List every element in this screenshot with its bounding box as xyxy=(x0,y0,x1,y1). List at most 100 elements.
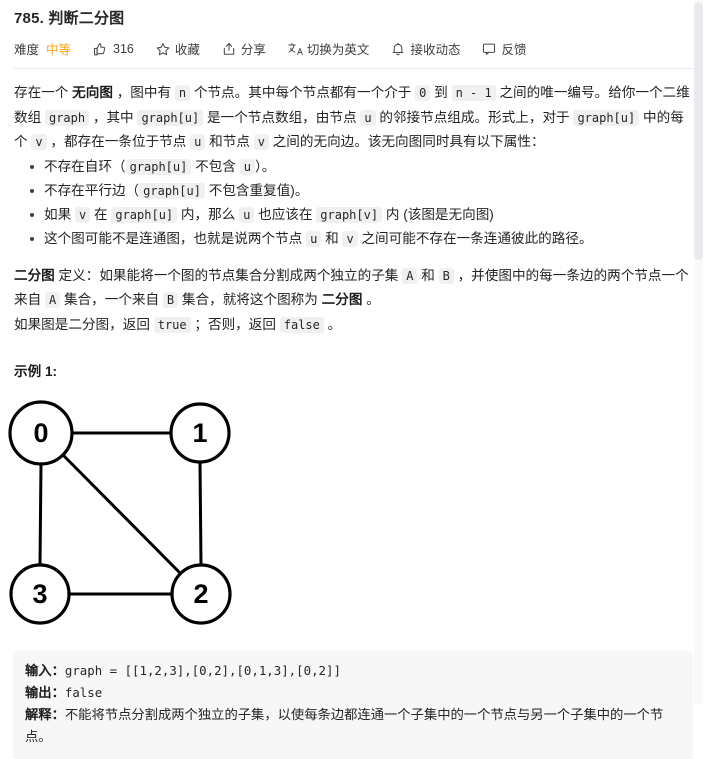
graph-node-0-label: 0 xyxy=(33,418,48,448)
like-count: 316 xyxy=(113,41,134,56)
intro-seg-12: 之间的无向边。该无向图同时具有以下属性： xyxy=(268,134,545,149)
explain-label: 解释： xyxy=(25,706,65,722)
def-seg-2: 和 xyxy=(417,267,439,283)
code-v-a: v xyxy=(31,134,47,150)
intro-seg-11: 和节点 xyxy=(205,134,254,149)
like-button[interactable]: 316 xyxy=(93,42,134,56)
intro-seg-1: 存在一个 xyxy=(14,85,73,100)
explain-value: 不能将节点分割成两个独立的子集，以使每条边都连通一个子集中的一个节点与另一个子集… xyxy=(25,706,664,744)
ret-seg-3: 。 xyxy=(323,316,342,332)
intro-seg-5: 之间的唯一编号。给你一个二维数组 xyxy=(14,85,690,125)
code-u-b: u xyxy=(190,134,206,150)
b3-seg-3: 内，那么 xyxy=(177,206,240,222)
intro-seg-2: ，图中有 xyxy=(112,85,175,100)
favorite-label: 收藏 xyxy=(174,43,200,57)
graph-nodes: 0 1 2 3 xyxy=(8,399,232,625)
subscribe-label: 接收动态 xyxy=(410,43,461,57)
difficulty-value: 中等 xyxy=(46,43,72,57)
b2-code-1: graph[u] xyxy=(139,182,205,199)
graph-node-2-circle xyxy=(170,562,232,625)
graph-svg: 0 1 2 3 xyxy=(8,399,232,625)
problem-description: 存在一个 无向图 ，图中有 n 个节点。其中每个节点都有一个介于 0 到 n -… xyxy=(0,69,706,385)
b1-code-2: u xyxy=(239,158,255,175)
feedback-label: 反馈 xyxy=(501,43,527,57)
b3-code-3: u xyxy=(239,206,255,223)
b4-seg-3: 之间可能不存在一条连通彼此的路径。 xyxy=(357,230,593,246)
translate-button[interactable]: 切换为英文 xyxy=(288,39,370,58)
def-seg-5: 集合，就将这个图称为 xyxy=(178,292,322,307)
example-explain-line: 解释：不能将节点分割成两个独立的子集，以使每条边都连通一个子集中的一个节点与另一… xyxy=(25,704,681,748)
share-icon xyxy=(222,42,236,56)
vertical-scrollbar-thumb[interactable] xyxy=(694,2,703,260)
thumbs-up-icon xyxy=(93,42,107,56)
b3-seg-1: 如果 xyxy=(44,206,75,222)
output-label: 输出： xyxy=(25,684,65,700)
translate-label: 切换为英文 xyxy=(306,43,370,57)
code-graph-u-b: graph[u] xyxy=(573,109,640,126)
intro-seg-4: 到 xyxy=(430,85,452,100)
b3-seg-5: 内 (该图是无向图) xyxy=(382,206,494,222)
edge-1-2 xyxy=(198,461,203,565)
list-item: 这个图可能不是连通图，也就是说两个节点 u 和 v 之间可能不存在一条连通彼此的… xyxy=(30,227,692,251)
b1-seg-3: ）。 xyxy=(254,158,276,174)
def-bold-bipartite-2: 二分图 xyxy=(321,292,363,307)
intro-bold-undirected-graph: 无向图 xyxy=(72,85,113,100)
code-v-b: v xyxy=(253,134,269,150)
feedback-button[interactable]: 反馈 xyxy=(482,39,526,58)
share-button[interactable]: 分享 xyxy=(222,39,266,58)
def-code-a-1: A xyxy=(402,267,418,284)
def-code-b-1: B xyxy=(438,267,454,284)
b4-code-1: u xyxy=(306,230,322,247)
b2-seg-2: 不包含重复值)。 xyxy=(204,182,309,198)
example-input-line: 输入：graph = [[1,2,3],[0,2],[0,1,3],[0,2]] xyxy=(25,660,681,682)
graph-node-1-label: 1 xyxy=(192,418,207,448)
star-icon xyxy=(156,42,170,56)
def-seg-1: 定义：如果能将一个图的节点集合分割成两个独立的子集 xyxy=(54,267,403,283)
difficulty-group: 难度 中等 xyxy=(14,39,71,58)
def-seg-3: ，并使图中的每一条边的两个节点一个来自 xyxy=(14,267,689,308)
return-statement: 如果图是二分图，返回 true ；否则，返回 false 。 xyxy=(14,313,692,338)
graph-node-1-circle xyxy=(169,401,231,464)
def-bold-bipartite-1: 二分图 xyxy=(14,267,55,283)
b1-seg-2: 不包含 xyxy=(191,158,240,174)
example-heading: 示例 1: xyxy=(14,364,58,379)
input-label: 输入： xyxy=(25,662,65,678)
intro-paragraph: 存在一个 无向图 ，图中有 n 个节点。其中每个节点都有一个介于 0 到 n -… xyxy=(14,81,692,155)
subscribe-button[interactable]: 接收动态 xyxy=(391,39,460,58)
list-item: 不存在平行边（graph[u] 不包含重复值)。 xyxy=(30,179,692,203)
code-u-a: u xyxy=(360,109,376,126)
code-graph: graph xyxy=(44,109,90,126)
difficulty-label: 难度 xyxy=(14,43,40,57)
b4-seg-1: 这个图可能不是连通图，也就是说两个节点 xyxy=(44,230,307,246)
def-code-b-2: B xyxy=(162,292,179,308)
example-code-block: 输入：graph = [[1,2,3],[0,2],[0,1,3],[0,2]]… xyxy=(13,650,693,759)
code-n-minus-1: n - 1 xyxy=(451,85,496,101)
favorite-button[interactable]: 收藏 xyxy=(156,39,200,58)
vertical-scrollbar-track[interactable] xyxy=(694,0,703,704)
list-item: 不存在自环（graph[u] 不包含 u）。 xyxy=(30,155,692,179)
intro-seg-8: 的邻接节点组成。形式上，对于 xyxy=(375,109,574,125)
code-n: n xyxy=(174,85,191,101)
b3-code-1: v xyxy=(74,206,91,223)
b1-code-1: graph[u] xyxy=(125,158,192,175)
intro-seg-6: ，其中 xyxy=(89,109,138,125)
b3-code-4: graph[v] xyxy=(316,206,383,223)
code-true: true xyxy=(153,316,191,333)
ret-seg-1: 如果图是二分图，返回 xyxy=(14,316,154,332)
header-divider xyxy=(14,68,692,69)
meta-toolbar: 难度 中等 316 收藏 xyxy=(0,29,706,58)
b3-seg-2: 在 xyxy=(90,206,112,222)
bell-icon xyxy=(391,42,405,56)
share-label: 分享 xyxy=(240,43,266,57)
bipartite-definition: 二分图 定义：如果能将一个图的节点集合分割成两个独立的子集 A 和 B ，并使图… xyxy=(14,264,692,313)
b3-seg-4: 也应该在 xyxy=(254,206,317,222)
properties-list: 不存在自环（graph[u] 不包含 u）。 不存在平行边（graph[u] 不… xyxy=(14,155,692,251)
code-false: false xyxy=(279,316,324,333)
code-graph-u-a: graph[u] xyxy=(137,109,204,126)
graph-node-3-circle xyxy=(9,562,71,625)
page-title: 785. 判断二分图 xyxy=(14,10,125,27)
input-value: graph = [[1,2,3],[0,2],[0,1,3],[0,2]] xyxy=(64,662,341,678)
intro-seg-9: 中的每个 xyxy=(14,109,684,150)
def-seg-4: 集合，一个来自 xyxy=(60,292,163,307)
